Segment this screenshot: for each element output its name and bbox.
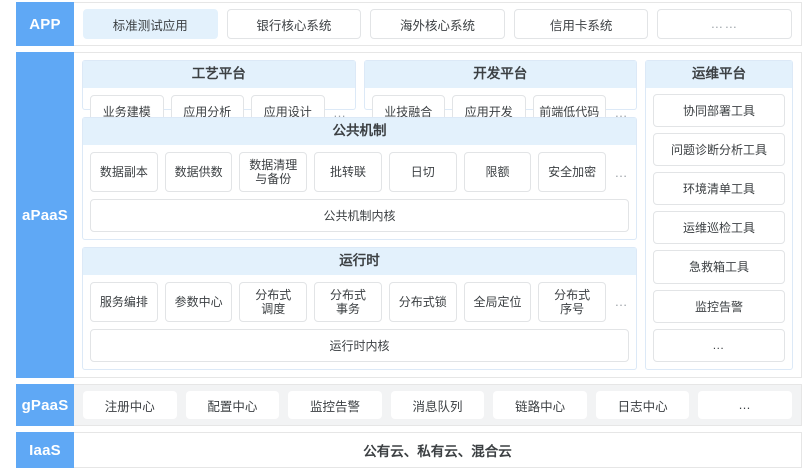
app-item-0[interactable]: 标准测试应用 — [83, 9, 218, 39]
gpaas-item-more[interactable]: … — [698, 391, 793, 419]
panel-title-common: 公共机制 — [83, 118, 636, 145]
ops-item-0[interactable]: 协同部署工具 — [653, 93, 785, 127]
panel-title-ops: 运维平台 — [646, 61, 792, 88]
apaas-main-column: 工艺平台 业务建模 应用分析 应用设计 … 开发平台 — [82, 60, 637, 370]
craft-more-icon[interactable]: … — [333, 105, 346, 120]
common-chip-3[interactable]: 批转联 — [314, 151, 382, 193]
panel-body-ops: 协同部署工具 问题诊断分析工具 环境清单工具 运维巡检工具 急救箱工具 监控告警… — [646, 88, 792, 370]
common-chip-row: 数据副本 数据供数 数据清理 与备份 批转联 日切 限额 安全加密 … — [90, 151, 629, 193]
gpaas-item-1[interactable]: 配置中心 — [185, 391, 280, 419]
ops-item-3[interactable]: 运维巡检工具 — [653, 211, 785, 245]
panel-common-mechanism: 公共机制 数据副本 数据供数 数据清理 与备份 批转联 日切 限额 安全加密 … — [82, 117, 637, 241]
apaas-content-strip: 工艺平台 业务建模 应用分析 应用设计 … 开发平台 — [74, 52, 802, 378]
common-chip-4[interactable]: 日切 — [388, 151, 457, 193]
app-item-3[interactable]: 信用卡系统 — [513, 9, 649, 39]
runtime-chip-0[interactable]: 服务编排 — [90, 281, 158, 322]
dev-more-icon[interactable]: … — [614, 105, 628, 120]
iaas-content: 公有云、私有云、混合云 — [74, 432, 802, 468]
panel-dev-platform: 开发平台 业技融合 应用开发 前端低代码 … — [363, 60, 637, 131]
panel-runtime: 运行时 服务编排 参数中心 分布式 调度 分布式 事务 分布式锁 全局定位 分布… — [82, 247, 637, 370]
layer-apaas: aPaaS 工艺平台 业务建模 应用分析 应用设计 … — [16, 52, 802, 378]
common-chip-5[interactable]: 限额 — [463, 151, 532, 193]
panel-title-dev: 开发平台 — [364, 61, 636, 88]
layer-label-app: APP — [16, 2, 74, 46]
ops-item-5[interactable]: 监控告警 — [653, 289, 785, 323]
layer-iaas: IaaS 公有云、私有云、混合云 — [16, 432, 802, 468]
layer-label-apaas: aPaaS — [16, 52, 74, 378]
app-item-more[interactable]: …… — [657, 9, 792, 39]
ops-item-4[interactable]: 急救箱工具 — [653, 250, 785, 284]
runtime-chip-row: 服务编排 参数中心 分布式 调度 分布式 事务 分布式锁 全局定位 分布式 序号… — [90, 281, 629, 322]
app-item-2[interactable]: 海外核心系统 — [370, 9, 505, 39]
runtime-kernel-bar[interactable]: 运行时内核 — [90, 329, 629, 362]
runtime-chip-3[interactable]: 分布式 事务 — [314, 281, 382, 322]
panel-title-craft: 工艺平台 — [83, 61, 355, 88]
runtime-chip-1[interactable]: 参数中心 — [164, 281, 233, 322]
runtime-chip-4[interactable]: 分布式锁 — [388, 281, 457, 322]
runtime-chip-6[interactable]: 分布式 序号 — [538, 281, 607, 322]
panel-craft-platform: 工艺平台 业务建模 应用分析 应用设计 … — [82, 60, 356, 131]
ops-item-2[interactable]: 环境清单工具 — [653, 171, 785, 206]
panel-body-runtime: 服务编排 参数中心 分布式 调度 分布式 事务 分布式锁 全局定位 分布式 序号… — [83, 275, 636, 369]
common-chip-2[interactable]: 数据清理 与备份 — [239, 151, 308, 193]
panel-ops-platform: 运维平台 协同部署工具 问题诊断分析工具 环境清单工具 运维巡检工具 急救箱工具… — [645, 60, 793, 370]
layer-app: APP 标准测试应用 银行核心系统 海外核心系统 信用卡系统 …… — [16, 2, 802, 46]
runtime-chip-2[interactable]: 分布式 调度 — [239, 281, 308, 322]
runtime-more-icon[interactable]: … — [614, 294, 628, 310]
common-chip-0[interactable]: 数据副本 — [90, 151, 158, 193]
layer-label-iaas: IaaS — [16, 432, 74, 468]
gpaas-item-0[interactable]: 注册中心 — [83, 391, 177, 419]
gpaas-item-5[interactable]: 日志中心 — [595, 391, 690, 419]
common-more-icon[interactable]: … — [614, 164, 628, 180]
ops-item-1[interactable]: 问题诊断分析工具 — [653, 132, 785, 166]
ops-item-more[interactable]: … — [653, 328, 785, 363]
gpaas-items-strip: 注册中心 配置中心 监控告警 消息队列 链路中心 日志中心 … — [74, 384, 802, 426]
gpaas-item-4[interactable]: 链路中心 — [493, 391, 587, 419]
gpaas-item-2[interactable]: 监控告警 — [288, 391, 382, 419]
layer-label-gpaas: gPaaS — [16, 384, 74, 426]
common-chip-1[interactable]: 数据供数 — [164, 151, 233, 193]
app-items-strip: 标准测试应用 银行核心系统 海外核心系统 信用卡系统 …… — [74, 2, 802, 46]
common-chip-6[interactable]: 安全加密 — [538, 151, 607, 193]
runtime-chip-5[interactable]: 全局定位 — [463, 281, 532, 322]
common-kernel-bar[interactable]: 公共机制内核 — [90, 199, 629, 233]
platform-row: 工艺平台 业务建模 应用分析 应用设计 … 开发平台 — [82, 60, 637, 131]
layer-gpaas: gPaaS 注册中心 配置中心 监控告警 消息队列 链路中心 日志中心 … — [16, 384, 802, 426]
gpaas-item-3[interactable]: 消息队列 — [390, 391, 485, 419]
panel-title-runtime: 运行时 — [83, 248, 636, 275]
panel-body-common: 数据副本 数据供数 数据清理 与备份 批转联 日切 限额 安全加密 … 公共机制… — [83, 145, 636, 239]
app-item-1[interactable]: 银行核心系统 — [226, 9, 362, 39]
